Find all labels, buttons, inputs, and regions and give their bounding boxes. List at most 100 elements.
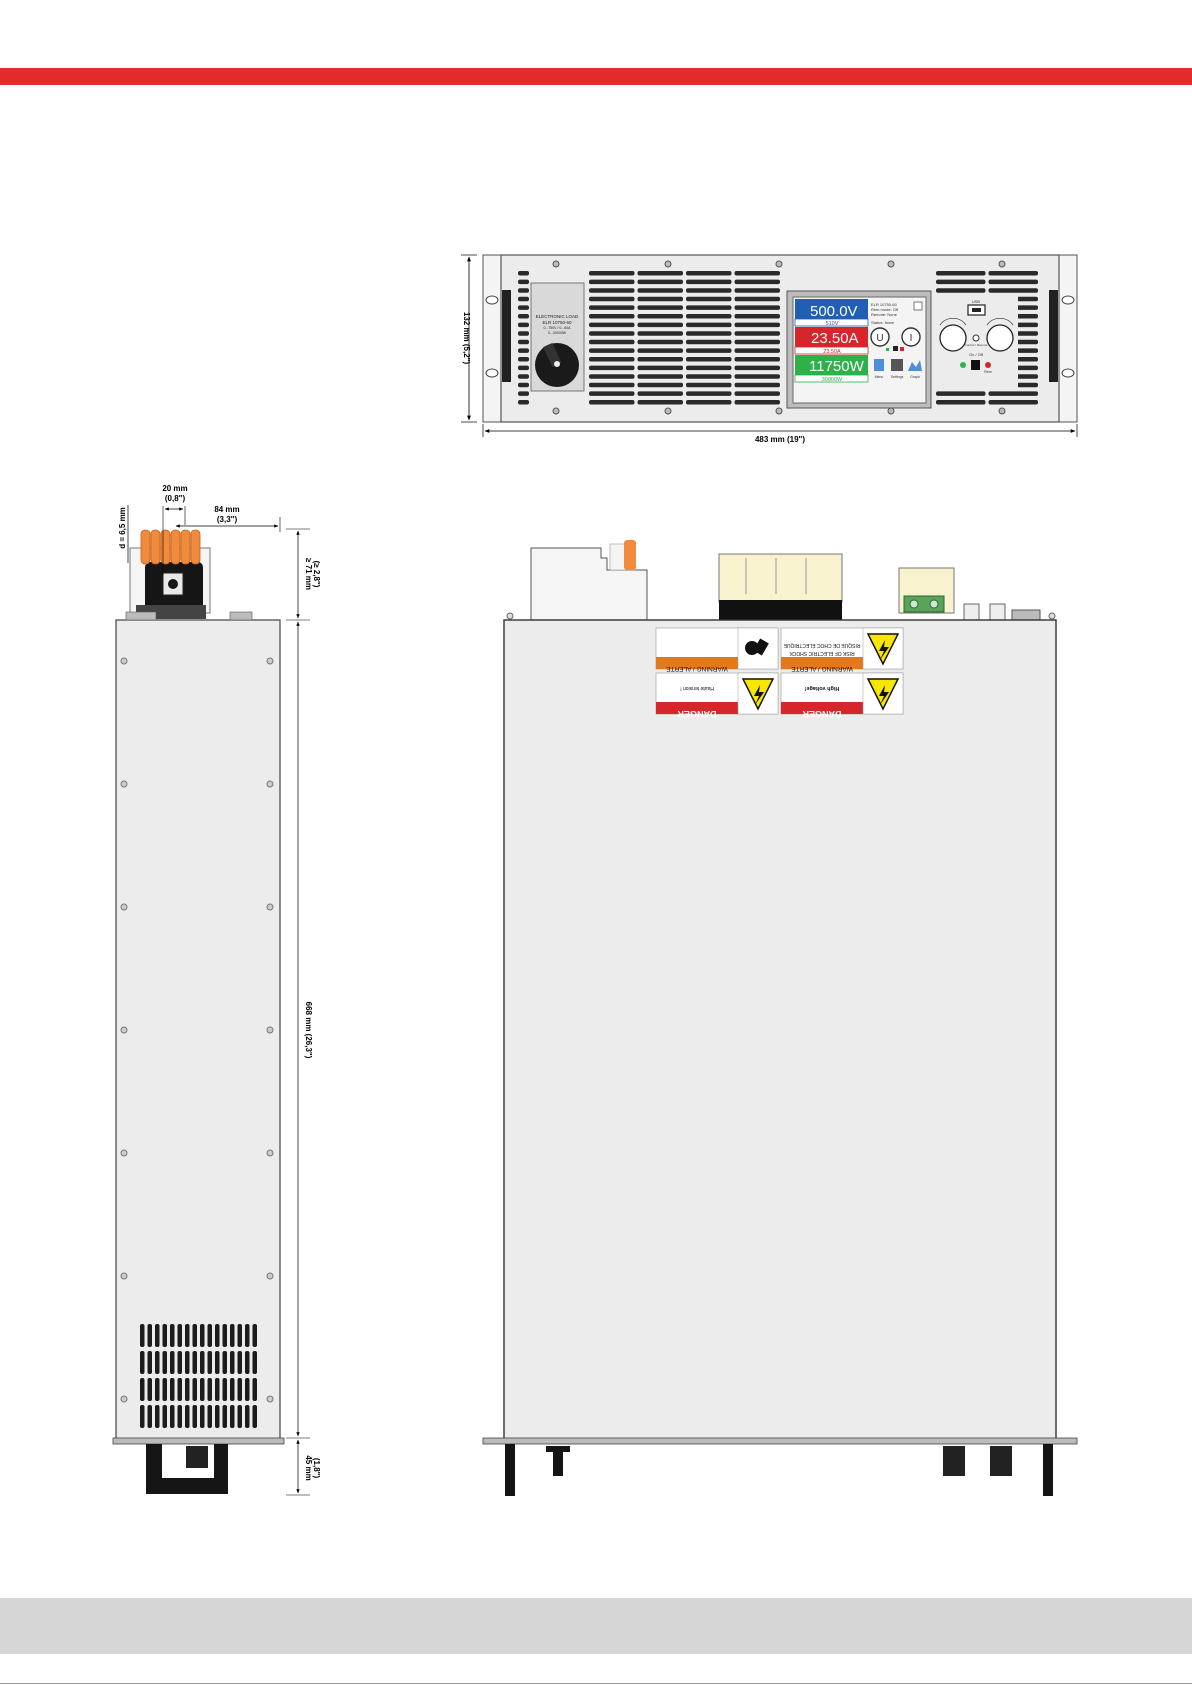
graph-icon[interactable]	[908, 360, 922, 371]
vent-slot	[155, 1324, 160, 1347]
side-chassis	[115, 619, 281, 1441]
vent-slot	[637, 365, 683, 371]
rear-connector	[989, 603, 1006, 621]
danger-band	[656, 702, 738, 714]
led-green	[960, 362, 966, 368]
danger-text: DANGER	[677, 709, 717, 719]
screw-icon	[266, 1026, 274, 1034]
vent-slot	[734, 348, 780, 353]
vent-slot	[734, 314, 780, 319]
side-screws	[120, 657, 274, 1403]
on-off-button[interactable]	[971, 360, 980, 370]
current-field	[795, 327, 868, 347]
vent-slot	[686, 400, 732, 405]
screw-icon	[506, 612, 514, 620]
vent-slot	[589, 339, 635, 345]
vent-slot	[518, 279, 529, 285]
vent-slot	[686, 279, 732, 285]
vent-slot	[637, 348, 683, 353]
vent-slot	[734, 357, 780, 362]
vent-slot	[215, 1405, 220, 1428]
haute-tension-text: Haute tension !	[680, 685, 714, 691]
vent-slot	[637, 357, 683, 362]
screw-icon	[775, 407, 783, 415]
vent-slot	[734, 271, 780, 276]
vent-slot	[170, 1378, 175, 1401]
vent-slot	[518, 348, 529, 353]
risk-shock-text: RISK OF ELECTRIC SHOCK	[789, 650, 855, 656]
vent-slot	[589, 400, 635, 405]
vent-slot	[734, 296, 780, 302]
vent-slot	[518, 365, 529, 371]
vent-slot	[637, 279, 683, 285]
vent-slot	[734, 339, 780, 345]
dim-terminal-height: ≥ 71 mm	[304, 558, 313, 590]
screw-icon	[120, 1026, 128, 1034]
vent-slot	[686, 374, 732, 379]
vent-slot	[222, 1351, 227, 1374]
vent-slot	[637, 400, 683, 405]
dim-terminal-hole: d = 6,5 mm	[118, 507, 127, 549]
vent-slot	[177, 1351, 182, 1374]
vent-slot	[192, 1378, 197, 1401]
led-red	[985, 362, 991, 368]
power-set-field	[794, 374, 869, 383]
vent-slot	[518, 331, 529, 336]
control-indicator	[972, 334, 980, 342]
vent-slot	[140, 1378, 145, 1401]
vent-slot	[637, 271, 683, 276]
lock-icon[interactable]	[913, 301, 923, 311]
footer-line	[0, 1683, 1192, 1684]
vent-slot	[518, 374, 529, 379]
vent-slot	[589, 382, 635, 388]
screw-icon	[1048, 612, 1056, 620]
vent-slot	[589, 288, 635, 293]
vent-slot	[734, 322, 780, 328]
warning-band	[781, 657, 863, 669]
settings-icon[interactable]	[891, 359, 903, 371]
vent-slot	[686, 357, 732, 362]
status-line-2: Rem mode: Off	[871, 307, 899, 312]
terminal-coil-icon	[170, 529, 181, 565]
side-foot	[186, 1446, 208, 1468]
vent-slot	[162, 1351, 167, 1374]
vent-slot	[686, 331, 732, 336]
vent-slot	[200, 1324, 205, 1347]
indicator-icon	[886, 348, 889, 351]
vent-slot	[637, 382, 683, 388]
knob-top-icon	[990, 1446, 1012, 1476]
vent-slot	[734, 288, 780, 293]
vent-slot	[637, 314, 683, 319]
vent-slot	[637, 339, 683, 345]
vent-slot	[589, 331, 635, 336]
vent-slot	[637, 296, 683, 302]
high-voltage-text: High voltage!	[804, 685, 839, 691]
rear-connector	[1011, 609, 1041, 621]
vent-slot	[140, 1324, 145, 1347]
vent-slot	[252, 1324, 257, 1347]
rotary-knob-right[interactable]	[986, 324, 1014, 352]
vent-slot	[734, 374, 780, 379]
vent-slot	[230, 1378, 235, 1401]
vent-slot	[245, 1405, 250, 1428]
screw-icon	[120, 1149, 128, 1157]
voltage-knob-icon[interactable]	[870, 327, 890, 347]
vent-slot	[237, 1324, 242, 1347]
screw-icon	[266, 1395, 274, 1403]
menu-icon[interactable]	[874, 359, 884, 371]
dim-depth: 668 mm (26,3")	[304, 1002, 313, 1059]
screw-icon	[266, 903, 274, 911]
model-label-3: 0...750V / 0...60A	[543, 326, 571, 330]
vent-slot	[252, 1351, 257, 1374]
vent-slot	[518, 322, 529, 328]
vent-slot	[686, 348, 732, 353]
vent-slot	[170, 1351, 175, 1374]
vent-slot	[936, 391, 986, 396]
vent-slot	[230, 1351, 235, 1374]
vent-slot	[637, 322, 683, 328]
vent-slot	[589, 365, 635, 371]
vent-slot	[734, 305, 780, 310]
rotary-knob-left[interactable]	[939, 324, 967, 352]
current-knob-icon[interactable]	[901, 327, 921, 347]
regulation-mode: CC	[857, 326, 869, 335]
